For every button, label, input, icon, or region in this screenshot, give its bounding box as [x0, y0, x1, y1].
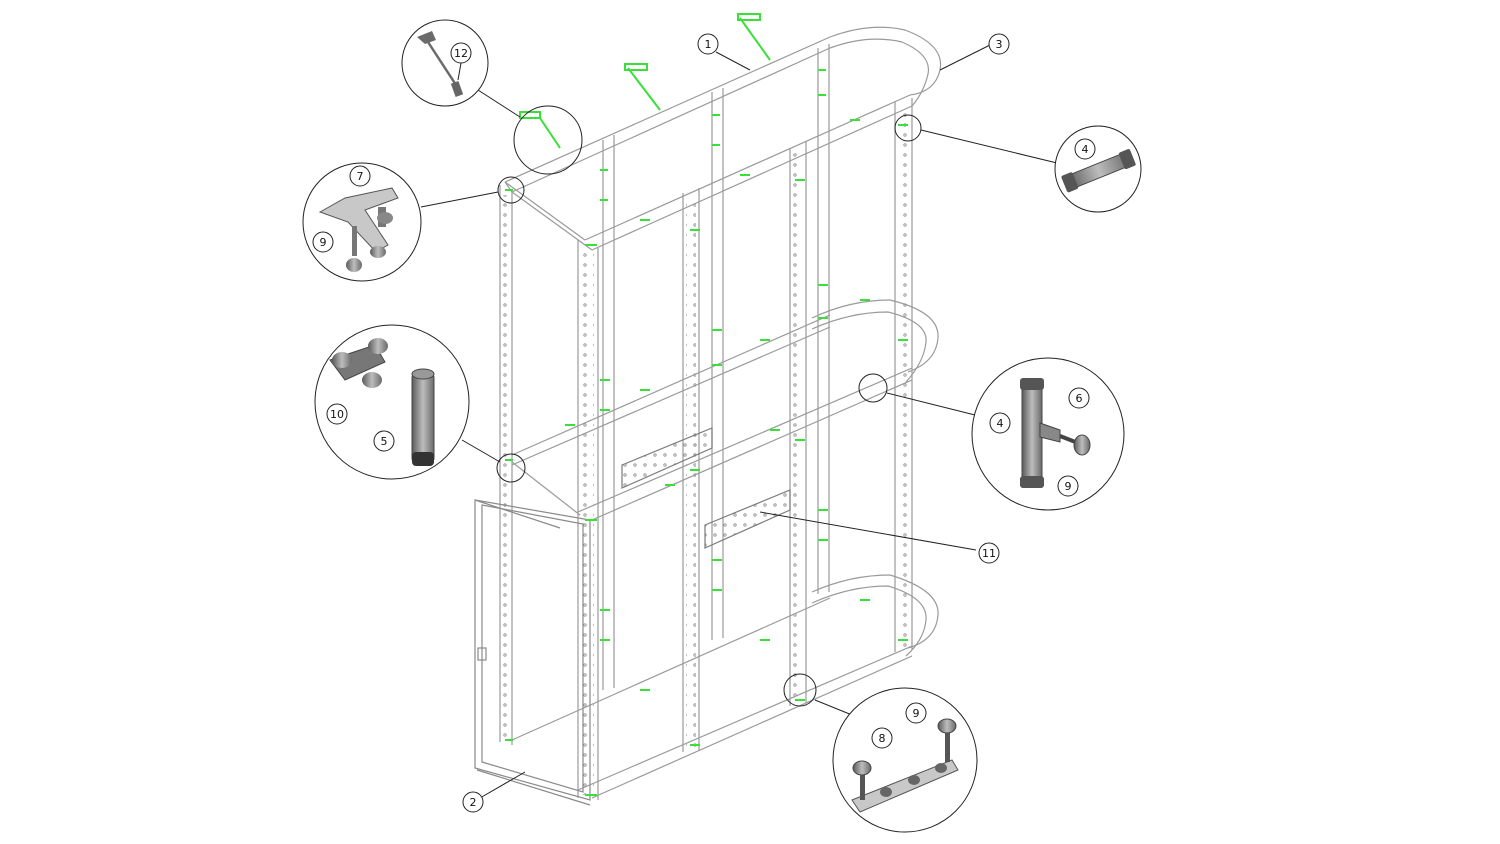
- detail-7-corner-plate: [302, 162, 422, 282]
- callout-2: 2: [462, 791, 484, 813]
- green-connectors: [505, 13, 908, 796]
- svg-text:2: 2: [470, 796, 477, 809]
- callout-9-right: 9: [1057, 475, 1079, 497]
- svg-text:4: 4: [997, 417, 1004, 430]
- callout-5: 5: [373, 430, 395, 452]
- svg-text:1: 1: [705, 38, 712, 51]
- perforated-panel-upper: [621, 427, 713, 489]
- callout-9-bottom: 9: [905, 702, 927, 724]
- post-front-end: [894, 98, 913, 652]
- svg-text:9: 9: [320, 236, 327, 249]
- detail-4-6-9-tee: [971, 357, 1125, 511]
- top-rail-left-side: [504, 181, 593, 251]
- main-frame-assembly: [474, 26, 942, 806]
- svg-text:4: 4: [1082, 143, 1089, 156]
- callout-7: 7: [349, 165, 371, 187]
- post-front-right: [789, 142, 807, 706]
- detail-marker-bottom: [783, 673, 817, 707]
- callout-8: 8: [871, 727, 893, 749]
- bottom-rounded-end: [811, 574, 939, 649]
- callout-1: 1: [697, 33, 719, 55]
- post-back-3: [817, 44, 830, 594]
- post-front-left: [577, 240, 599, 800]
- middle-rail-front: [577, 367, 913, 521]
- detail-12-hook: [401, 19, 489, 107]
- detail-marker-corner: [497, 176, 525, 204]
- detail-marker-top-right: [894, 114, 922, 142]
- callout-4-top: 4: [1074, 138, 1096, 160]
- callout-3: 3: [988, 33, 1010, 55]
- callout-9-left: 9: [312, 231, 334, 253]
- callout-6: 6: [1068, 387, 1090, 409]
- top-rounded-end-inner: [829, 38, 930, 107]
- svg-text:9: 9: [1065, 480, 1072, 493]
- detail-10-5-connectors: [314, 324, 470, 480]
- callout-12: 12: [450, 42, 472, 64]
- detail-markers: [496, 105, 922, 707]
- detail-marker-mid-left: [496, 453, 526, 483]
- detail-marker-top-left: [513, 105, 583, 175]
- bottom-rail-back: [511, 597, 831, 741]
- svg-text:11: 11: [982, 547, 996, 560]
- svg-text:3: 3: [996, 38, 1003, 51]
- door-frame: [474, 499, 591, 806]
- leader-lines: [420, 44, 1058, 799]
- perforated-panel-lower: [704, 489, 791, 549]
- top-rail-back: [504, 36, 831, 193]
- svg-text:6: 6: [1076, 392, 1083, 405]
- post-left-outer: [499, 185, 513, 745]
- top-rail-front: [584, 94, 913, 251]
- bottom-rail-front: [577, 645, 913, 799]
- detail-4-pin: [1054, 125, 1142, 213]
- detail-8-9-stud-bar: [832, 687, 978, 833]
- svg-text:10: 10: [330, 408, 344, 421]
- svg-text:5: 5: [381, 435, 388, 448]
- svg-text:8: 8: [879, 732, 886, 745]
- top-rounded-end: [829, 26, 942, 96]
- middle-rail-back: [511, 314, 831, 466]
- middle-rounded-end: [811, 299, 939, 373]
- callout-10: 10: [326, 403, 348, 425]
- detail-marker-mid-right: [858, 373, 888, 403]
- svg-text:7: 7: [357, 170, 364, 183]
- bottom-rounded-end-inner: [811, 585, 927, 657]
- svg-text:9: 9: [913, 707, 920, 720]
- callout-11: 11: [978, 542, 1000, 564]
- callout-4-right: 4: [989, 412, 1011, 434]
- middle-rail-side: [511, 461, 581, 516]
- svg-text:12: 12: [454, 47, 468, 60]
- middle-rounded-end-inner: [811, 311, 927, 383]
